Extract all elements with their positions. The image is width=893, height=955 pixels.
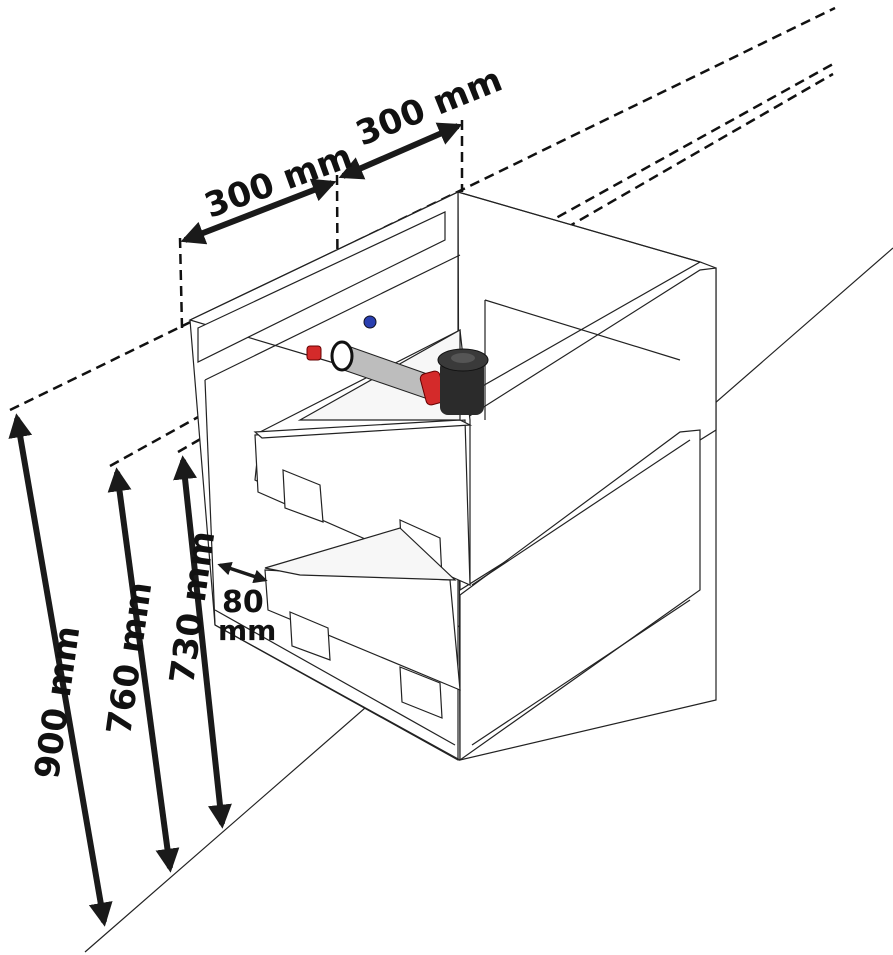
dimension-arrows xyxy=(8,122,463,927)
pipe-cap-icon xyxy=(330,340,354,372)
lower-drawer xyxy=(264,527,461,719)
drawer-bracket xyxy=(289,611,331,661)
width-right-arrow xyxy=(338,122,463,180)
cabinet xyxy=(188,191,717,762)
blue-valve-icon xyxy=(363,315,377,329)
height-730-arrow xyxy=(173,455,232,829)
width-left-label: 300 mm xyxy=(199,136,357,226)
offset-value-label: 80 xyxy=(222,585,264,620)
drawer-bracket xyxy=(399,666,443,719)
width-left-arrow xyxy=(180,178,337,245)
offset-unit-label: mm xyxy=(218,614,276,647)
height-760-arrow xyxy=(107,467,180,873)
siphon-plumbing xyxy=(306,315,489,415)
red-valve-icon xyxy=(306,345,322,361)
siphon-body-icon xyxy=(440,360,484,415)
height-900-label: 900 mm xyxy=(27,624,88,782)
offset-80-arrow xyxy=(217,561,268,584)
drawer-bracket xyxy=(282,469,324,523)
height-900-arrow xyxy=(8,413,113,927)
